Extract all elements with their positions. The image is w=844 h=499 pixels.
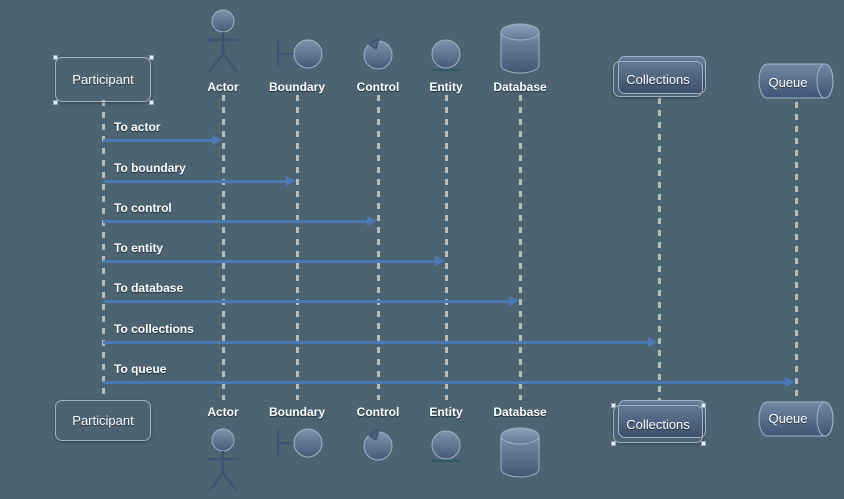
database-cylinder-icon-bottom[interactable] [497, 424, 543, 482]
horizontal-cylinder-icon-bottom[interactable] [757, 400, 837, 440]
message-label-to-boundary: To boundary [114, 161, 186, 175]
participant-label-queue-bottom: Queue [768, 411, 808, 426]
message-label-to-database: To database [114, 281, 184, 295]
lifeline-actor [222, 95, 225, 400]
participant-box-participant-top[interactable]: Participant [55, 57, 151, 102]
message-arrow-to-control[interactable] [103, 220, 368, 223]
lifeline-queue [795, 102, 798, 400]
lifeline-control [377, 95, 380, 400]
participant-label-actor-top: Actor [207, 80, 239, 94]
stacked-box-icon-back-bottom [618, 400, 706, 438]
resize-handle[interactable] [701, 441, 706, 446]
message-arrow-to-collections[interactable] [103, 341, 649, 344]
lifeline-database [519, 95, 522, 400]
message-arrow-to-entity[interactable] [103, 260, 436, 263]
boundary-icon[interactable] [272, 34, 324, 76]
control-icon[interactable] [358, 30, 398, 76]
participant-box-collections-top[interactable]: Collections [613, 61, 703, 97]
stacked-box-icon-back-top [618, 56, 706, 94]
lifeline-collections [658, 98, 661, 400]
stick-figure-icon-bottom[interactable] [200, 427, 246, 493]
participant-label-collections-top: Collections [626, 71, 690, 87]
resize-handle[interactable] [53, 55, 58, 60]
control-icon-bottom[interactable] [358, 421, 398, 467]
boundary-icon-bottom[interactable] [272, 423, 324, 465]
entity-icon-bottom[interactable] [426, 427, 466, 469]
resize-handle[interactable] [611, 441, 616, 446]
participant-label-participant-bottom: Participant [72, 413, 134, 428]
participant-box-participant-bottom[interactable]: Participant [55, 400, 151, 441]
participant-label-collections-bottom: Collections [626, 416, 690, 432]
participant-label-control-top: Control [356, 80, 400, 94]
arrowhead-icon [286, 176, 296, 186]
arrowhead-icon [367, 216, 377, 226]
message-arrow-to-boundary[interactable] [103, 180, 287, 183]
participant-label-actor-bottom: Actor [207, 405, 239, 419]
participant-label-boundary-bottom: Boundary [268, 405, 325, 419]
message-arrow-to-actor[interactable] [103, 139, 213, 142]
participant-label-participant-top: Participant [72, 72, 134, 87]
participant-label-entity-top: Entity [429, 80, 463, 94]
horizontal-cylinder-icon-top[interactable] [757, 62, 837, 102]
entity-icon[interactable] [426, 36, 466, 78]
message-label-to-control: To control [114, 201, 172, 215]
lifeline-participant [102, 100, 105, 400]
participant-label-queue-top: Queue [768, 75, 808, 90]
resize-handle[interactable] [149, 100, 154, 105]
resize-handle[interactable] [701, 403, 706, 408]
arrowhead-icon [509, 296, 519, 306]
arrowhead-icon [435, 256, 445, 266]
participant-label-control-bottom: Control [356, 405, 400, 419]
resize-handle[interactable] [149, 55, 154, 60]
message-arrow-to-database[interactable] [103, 300, 510, 303]
message-label-to-collections: To collections [114, 322, 194, 336]
participant-label-boundary-top: Boundary [268, 80, 325, 94]
arrowhead-icon [648, 337, 658, 347]
arrowhead-icon [212, 135, 222, 145]
resize-handle[interactable] [53, 100, 58, 105]
message-label-to-entity: To entity [114, 241, 164, 255]
participant-label-database-top: Database [493, 80, 547, 94]
participant-label-database-bottom: Database [493, 405, 547, 419]
arrowhead-icon [785, 377, 795, 387]
participant-box-collections-bottom[interactable]: Collections [613, 405, 703, 443]
stick-figure-icon[interactable] [200, 8, 246, 74]
participant-label-entity-bottom: Entity [429, 405, 463, 419]
lifeline-entity [445, 95, 448, 400]
resize-handle[interactable] [611, 403, 616, 408]
database-cylinder-icon[interactable] [497, 20, 543, 78]
lifeline-boundary [296, 95, 299, 400]
message-arrow-to-queue[interactable] [103, 381, 786, 384]
message-label-to-queue: To queue [114, 362, 167, 376]
message-label-to-actor: To actor [114, 120, 161, 134]
